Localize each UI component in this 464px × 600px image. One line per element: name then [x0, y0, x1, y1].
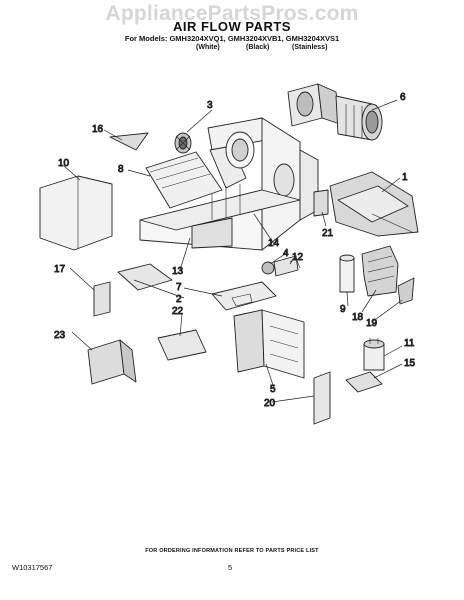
part-small-bracket-21	[313, 189, 329, 217]
document-number: W10317567	[12, 563, 53, 572]
variant-stainless: (Stainless)	[292, 44, 328, 51]
callout-15: 15	[404, 358, 416, 369]
callout-20: 20	[264, 398, 276, 409]
part-triangle-plate	[109, 132, 149, 151]
watermark: AppliancePartsPros.com	[105, 2, 359, 25]
part-central-housing	[139, 117, 319, 251]
page-number: 5	[228, 563, 233, 572]
part-capacitor-cylinder	[339, 254, 355, 293]
callout-1: 1	[402, 172, 408, 183]
variant-white: (White)	[196, 44, 220, 51]
part-bracket-15	[345, 371, 383, 393]
part-support-bracket	[313, 371, 331, 425]
ordering-info: FOR ORDERING INFORMATION REFER TO PARTS …	[145, 548, 319, 554]
part-plate-13	[117, 263, 173, 291]
part-transformer	[361, 245, 399, 297]
callout-23: 23	[54, 330, 66, 341]
part-duct-panel	[145, 151, 223, 209]
part-control-plate	[211, 281, 277, 311]
callout-17: 17	[54, 264, 66, 275]
page-title: AIR FLOW PARTS	[173, 19, 291, 34]
callout-10: 10	[58, 158, 70, 169]
callout-16: 16	[92, 124, 104, 135]
part-sheet-22	[157, 329, 207, 361]
models-line: For Models: GMH3204XVQ1, GMH3204XVB1, GM…	[124, 34, 340, 43]
part-door-panel	[233, 309, 305, 379]
callout-7: 7	[176, 282, 182, 293]
callout-5: 5	[270, 384, 276, 395]
callout-13: 13	[172, 266, 184, 277]
callout-21: 21	[322, 228, 334, 239]
callout-22: 22	[172, 306, 184, 317]
part-left-wall	[39, 175, 113, 251]
variant-black: (Black)	[246, 44, 270, 51]
callout-12: 12	[292, 252, 304, 263]
part-capacitor-11	[363, 338, 385, 371]
part-fan-blade	[174, 132, 192, 154]
callout-18: 18	[352, 312, 364, 323]
callout-2: 2	[176, 294, 182, 305]
callout-11: 11	[404, 338, 415, 349]
callout-8: 8	[118, 164, 124, 175]
callout-14: 14	[268, 238, 280, 249]
part-vent-grille	[329, 171, 419, 237]
part-blower-motor	[287, 83, 383, 141]
leader-lines	[63, 99, 403, 403]
callout-6: 6	[400, 92, 406, 103]
part-box-23	[87, 339, 137, 385]
part-clip-19	[397, 277, 415, 305]
callout-9: 9	[340, 304, 346, 315]
callout-19: 19	[366, 318, 378, 329]
part-vertical-plate-17	[93, 281, 111, 317]
callout-4: 4	[283, 248, 289, 259]
callout-3: 3	[207, 100, 213, 111]
